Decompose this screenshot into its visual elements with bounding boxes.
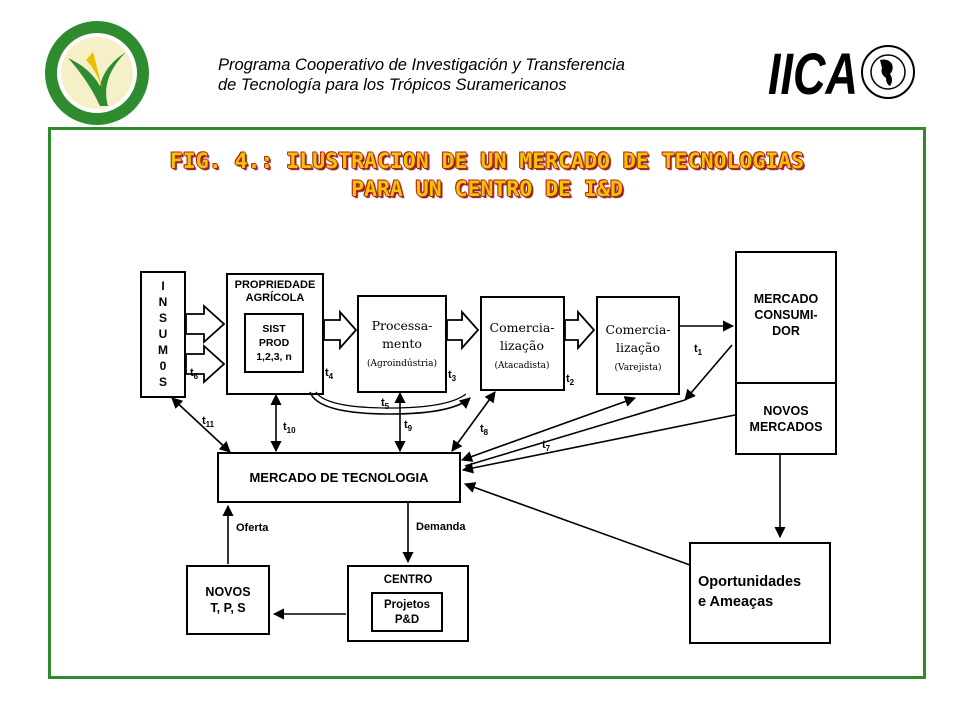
figure-title-line-2: PARA UN CENTRO DE I&D bbox=[351, 177, 623, 202]
processamento-label-1: Processa- bbox=[372, 318, 433, 333]
insumos-letter: S bbox=[159, 311, 167, 325]
t4-label: t4 bbox=[325, 367, 334, 381]
t2-label: t2 bbox=[566, 373, 575, 387]
comercializacao-atacadista-box bbox=[480, 296, 565, 391]
novos-mercados-label-1: NOVOS bbox=[763, 404, 808, 418]
insumos-letter: M bbox=[158, 343, 168, 357]
header-line-1: Programa Cooperativo de Investigación y … bbox=[218, 56, 625, 74]
t10-label: t10 bbox=[283, 421, 296, 435]
sist-label: SIST bbox=[262, 323, 286, 335]
flow-arrow-oportunidades-mercado bbox=[463, 482, 691, 566]
svg-text:IICA: IICA bbox=[768, 42, 858, 106]
diagram-frame bbox=[48, 127, 926, 679]
novos-mercados-label-2: MERCADOS bbox=[750, 420, 823, 434]
insumos-letter: U bbox=[159, 327, 168, 341]
oportunidades-label-1: Oportunidades bbox=[698, 574, 801, 590]
flow-arrow bbox=[185, 303, 226, 345]
sist-range-label: 1,2,3, n bbox=[256, 351, 292, 363]
t5-label: t5 bbox=[381, 397, 390, 411]
t8-label: t8 bbox=[480, 423, 489, 437]
time-labels: t6 t4 t3 t2 t1 t5 t11 t10 t9 t8 t7 bbox=[190, 343, 703, 453]
header-title: Programa Cooperativo de Investigación y … bbox=[218, 55, 625, 95]
atacadista-label-1: Comercia- bbox=[490, 320, 555, 335]
procitropicos-logo bbox=[38, 18, 156, 128]
mercado-consumidor-label-1: MERCADO bbox=[754, 292, 819, 306]
mercado-de-tecnologia-label: MERCADO DE TECNOLOGIA bbox=[249, 470, 429, 485]
t3-label: t3 bbox=[448, 369, 457, 383]
t9-label: t9 bbox=[404, 419, 413, 433]
link-arrow-t11 bbox=[171, 397, 231, 453]
t11-label: t11 bbox=[202, 415, 215, 429]
atacadista-label-3: (Atacadista) bbox=[495, 360, 550, 371]
insumos-box bbox=[140, 271, 186, 398]
processamento-label-2: mento bbox=[382, 336, 422, 351]
link-line-t1 bbox=[464, 399, 686, 467]
varejista-label-2: lização bbox=[616, 340, 660, 355]
varejista-label-1: Comercia- bbox=[606, 322, 671, 337]
projetos-box bbox=[371, 592, 443, 632]
flow-arrow bbox=[564, 309, 596, 351]
processamento-box bbox=[357, 295, 447, 393]
projetos-label-2: P&D bbox=[395, 614, 419, 626]
mercado-de-tecnologia-box bbox=[217, 452, 461, 503]
flow-arrow bbox=[185, 343, 226, 385]
curved-flow-arrow-inner bbox=[315, 391, 467, 409]
comercializacao-varejista-box bbox=[596, 296, 680, 395]
novos-tps-box bbox=[186, 565, 270, 635]
figure-title-line-1: FIG. 4.: ILUSTRACION DE UN MERCADO DE TE… bbox=[169, 149, 805, 174]
insumos-letter: I bbox=[161, 279, 164, 293]
link-arrow-t7 bbox=[460, 396, 637, 462]
projetos-label-1: Projetos bbox=[384, 599, 430, 611]
insumos-letter: 0 bbox=[160, 359, 167, 373]
link-arrow-t8 bbox=[451, 391, 496, 452]
iica-logo: IICA bbox=[768, 40, 916, 107]
oferta-label: Oferta bbox=[236, 522, 269, 534]
prod-label: PROD bbox=[259, 337, 290, 349]
insumos-label: I N S U M 0 S bbox=[158, 279, 168, 389]
t1-label: t1 bbox=[694, 343, 703, 357]
t6-label: t6 bbox=[190, 367, 199, 381]
flow-arrow bbox=[323, 309, 358, 351]
centro-label: CENTRO bbox=[384, 574, 433, 586]
propriedade-label: PROPRIEDADE bbox=[235, 279, 316, 291]
header-line-2: de Tecnología para los Trópicos Surameri… bbox=[218, 76, 567, 94]
t7-label: t7 bbox=[542, 439, 551, 453]
agricola-label: AGRÍCOLA bbox=[246, 291, 305, 304]
mercado-consumidor-label-3: DOR bbox=[772, 324, 800, 338]
novos-tps-label-1: NOVOS bbox=[205, 585, 250, 599]
link-arrow-t1 bbox=[684, 344, 733, 401]
processamento-label-3: (Agroindústria) bbox=[367, 358, 437, 369]
figure-title: FIG. 4.: ILUSTRACION DE UN MERCADO DE TE… bbox=[48, 148, 926, 204]
insumos-letter: S bbox=[159, 375, 167, 389]
oportunidades-box bbox=[689, 542, 831, 644]
varejista-label-3: (Varejista) bbox=[615, 362, 662, 373]
insumos-letter: N bbox=[159, 295, 168, 309]
link-arrow-novos-mercados bbox=[461, 414, 736, 474]
sist-prod-box bbox=[244, 313, 304, 373]
mercado-consumidor-box bbox=[735, 251, 837, 455]
atacadista-label-2: lização bbox=[500, 338, 544, 353]
mercado-consumidor-label-2: CONSUMI- bbox=[754, 308, 817, 322]
oportunidades-label-2: e Ameaças bbox=[698, 594, 773, 610]
flow-arrow bbox=[446, 309, 480, 351]
novos-tps-label-2: T, P, S bbox=[210, 601, 245, 615]
demanda-label: Demanda bbox=[416, 521, 466, 533]
